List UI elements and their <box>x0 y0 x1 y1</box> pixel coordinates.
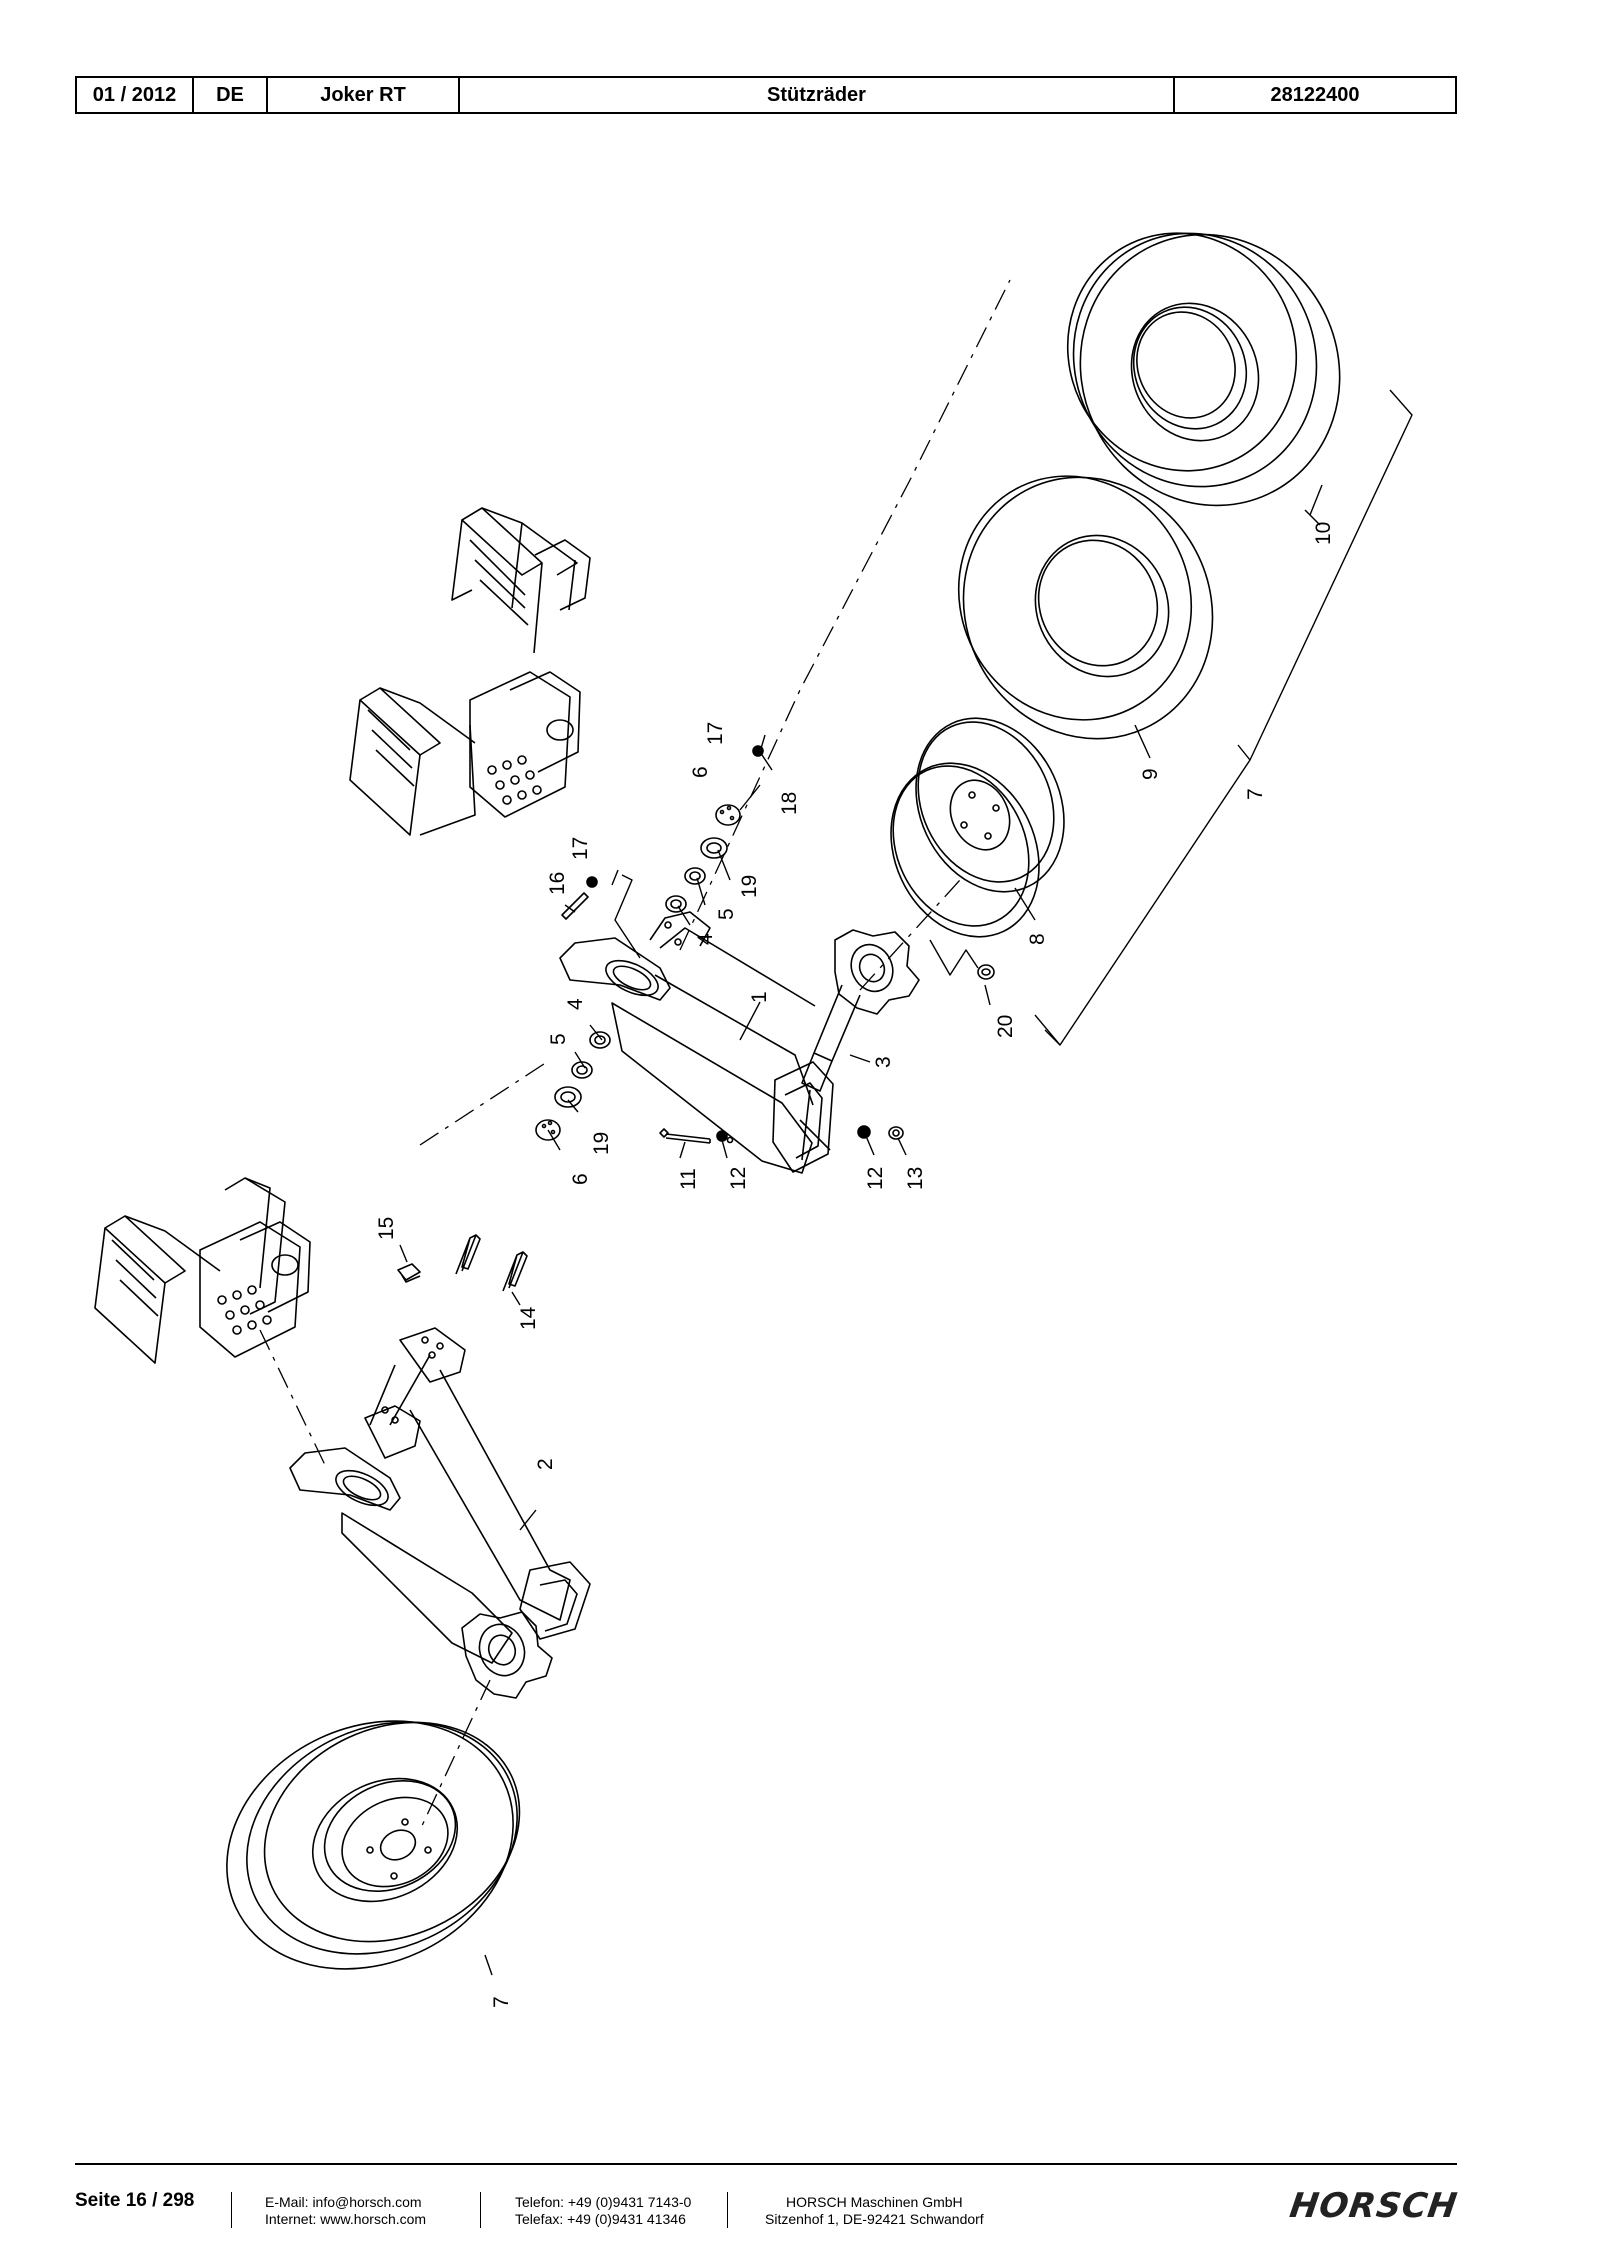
callout-1: 1 <box>748 991 771 1003</box>
tyre-10 <box>1066 232 1341 507</box>
footer: Seite 16 / 298 E-Mail: info@horsch.com I… <box>75 2180 1460 2240</box>
callout-4: 4 <box>694 933 717 945</box>
frame-bracket-upper <box>349 507 591 836</box>
footer-phone: Telefon: +49 (0)9431 7143-0 <box>515 2194 692 2210</box>
axle-small-parts <box>535 745 995 1144</box>
callout-12b: 12 <box>864 1167 887 1190</box>
header-model: Joker RT <box>268 78 460 112</box>
page-number: Seite 16 / 298 <box>75 2190 195 2211</box>
callout-13: 13 <box>904 1167 927 1190</box>
callout-18: 18 <box>778 792 801 815</box>
hub-3 <box>801 929 920 1092</box>
callout-20: 20 <box>994 1015 1017 1038</box>
callout-19b: 19 <box>590 1132 613 1155</box>
callout-17: 17 <box>704 722 727 745</box>
header-title: Stützräder <box>460 78 1175 112</box>
footer-email: E-Mail: info@horsch.com <box>265 2194 422 2210</box>
footer-separator <box>727 2192 728 2228</box>
footer-contact-web: E-Mail: info@horsch.com Internet: www.ho… <box>265 2194 426 2228</box>
callout-16: 16 <box>546 872 569 895</box>
arm-1 <box>559 911 834 1174</box>
footer-divider <box>75 2163 1457 2165</box>
callout-11: 11 <box>677 1168 700 1190</box>
rim-8 <box>890 717 1065 938</box>
footer-address: Sitzenhof 1, DE-92421 Schwandorf <box>765 2211 984 2227</box>
callout-3: 3 <box>872 1056 895 1068</box>
callout-2: 2 <box>534 1458 557 1470</box>
arm-2 <box>289 1327 591 1664</box>
callout-12: 12 <box>727 1167 750 1190</box>
horsch-logo: HORSCH <box>1286 2186 1460 2226</box>
callout-6: 6 <box>689 766 712 778</box>
footer-separator <box>480 2192 481 2228</box>
header-language: DE <box>194 78 268 112</box>
callout-4b: 4 <box>564 998 587 1010</box>
centre-lines <box>259 279 1011 1831</box>
callout-17b: 17 <box>569 837 592 860</box>
frame-bracket-lower <box>94 1177 311 1364</box>
footer-company: HORSCH Maschinen GmbH <box>786 2194 963 2210</box>
callout-19: 19 <box>738 875 761 898</box>
tyre-9 <box>957 475 1214 740</box>
callout-7b: 7 <box>490 1996 513 2008</box>
callout-numbers: 10 9 7 8 20 17 6 18 19 5 4 17 16 1 3 4 5… <box>375 522 1335 2008</box>
callout-8: 8 <box>1026 933 1049 945</box>
callout-6b: 6 <box>569 1173 592 1185</box>
footer-separator <box>231 2192 232 2228</box>
callout-7: 7 <box>1244 788 1267 800</box>
leader-lines <box>399 389 1413 1976</box>
tyre-7-lower <box>226 1720 521 1970</box>
footer-company-block: HORSCH Maschinen GmbH Sitzenhof 1, DE-92… <box>765 2194 984 2228</box>
pins-14-15 <box>397 1234 528 1292</box>
header-part-number: 28122400 <box>1270 84 1360 106</box>
footer-internet: Internet: www.horsch.com <box>265 2211 427 2227</box>
callout-10: 10 <box>1312 522 1335 545</box>
callout-14: 14 <box>517 1306 540 1330</box>
callout-5b: 5 <box>547 1033 570 1045</box>
callout-9: 9 <box>1139 768 1162 780</box>
footer-contact-phone: Telefon: +49 (0)9431 7143-0 Telefax: +49… <box>515 2194 691 2228</box>
header-date: 01 / 2012 <box>77 78 194 112</box>
header-table: 01 / 2012 DE Joker RT Stützräder 2812240… <box>75 76 1457 114</box>
callout-15: 15 <box>375 1217 398 1240</box>
hub-lower <box>461 1611 553 1699</box>
footer-fax: Telefax: +49 (0)9431 41346 <box>515 2211 686 2227</box>
callout-5: 5 <box>715 908 738 920</box>
